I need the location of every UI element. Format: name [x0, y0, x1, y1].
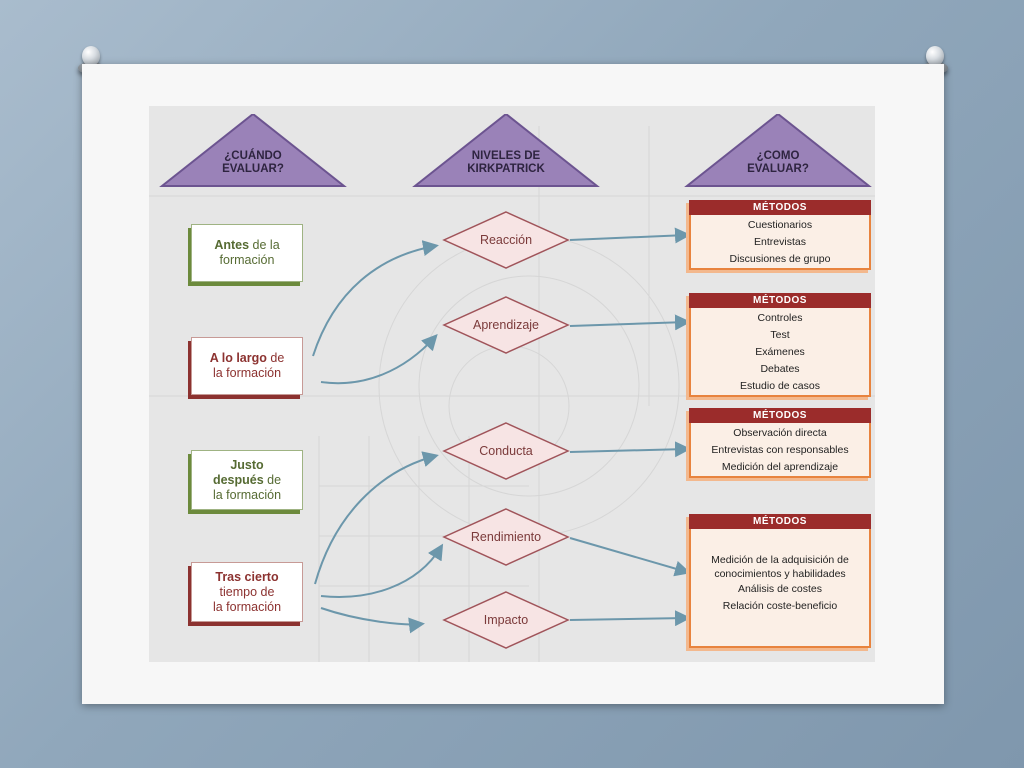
method-item: Entrevistas con responsables [711, 444, 849, 456]
arrow-reaccion-methods [569, 227, 691, 244]
when-header-triangle: ¿CUÁNDO EVALUAR? [158, 114, 348, 192]
method-item: Análisis de costes [737, 583, 823, 595]
level-aprendizaje: Aprendizaje [442, 295, 570, 355]
how-header-triangle: ¿COMO EVALUAR? [683, 114, 873, 192]
level-impacto: Impacto [442, 590, 570, 650]
arrow-impacto-methods [569, 610, 691, 627]
when-justo-rest1: de [263, 472, 282, 487]
level-conducta-label: Conducta [479, 444, 533, 458]
methods-header: MÉTODOS [689, 200, 871, 215]
level-aprendizaje-label: Aprendizaje [472, 318, 539, 332]
when-justo-rest2: la formación [212, 487, 282, 502]
arrow-largo-reaccion [312, 240, 439, 357]
how-header-label: ¿COMO EVALUAR? [747, 150, 809, 175]
arrow-tras-rendimiento [320, 543, 444, 598]
level-rendimiento-label: Rendimiento [470, 530, 542, 544]
method-item: Estudio de casos [740, 380, 820, 392]
arrow-conducta-methods [569, 441, 691, 458]
when-antes-rest2: formación [219, 253, 275, 267]
method-item: Exámenes [755, 346, 805, 358]
when-tras-bold: Tras cierto [215, 569, 279, 584]
method-item: Controles [757, 312, 803, 324]
arrow-tras-conducta [314, 451, 439, 585]
methods-box-reaccion: MÉTODOS Cuestionarios Entrevistas Discus… [689, 200, 871, 270]
arrow-rendimiento-methods [569, 537, 691, 577]
when-box-largo: A lo largo de la formación [191, 337, 303, 395]
methods-box-aprendizaje: MÉTODOS Controles Test Exámenes Debates … [689, 293, 871, 397]
method-item: Observación directa [733, 427, 827, 439]
when-header-label: ¿CUÁNDO EVALUAR? [222, 150, 284, 175]
connector-arrows [312, 227, 691, 634]
method-item: Medición del aprendizaje [721, 461, 839, 473]
method-item: Relación coste-beneficio [722, 600, 838, 612]
when-largo-bold: A lo largo [209, 351, 267, 365]
methods-header: MÉTODOS [689, 408, 871, 423]
arrow-largo-aprendizaje [320, 334, 438, 385]
methods-header: MÉTODOS [689, 293, 871, 308]
levels-header-label: NIVELES DE KIRKPATRICK [467, 150, 545, 175]
method-item: Test [770, 329, 790, 341]
when-box-justo: Justo después de la formación [191, 450, 303, 510]
kirkpatrick-diagram: ¿CUÁNDO EVALUAR? NIVELES DE KIRKPATRICK … [149, 106, 875, 662]
when-justo-bold2: después [212, 472, 264, 487]
level-reaccion-label: Reacción [479, 233, 533, 247]
when-tras-rest1: tiempo de [219, 584, 275, 599]
method-item: Cuestionarios [747, 219, 813, 231]
methods-box-rendimiento: MÉTODOS Medición de la adquisición de co… [689, 514, 871, 648]
method-item: Medición de la adquisición de [711, 554, 849, 566]
when-box-tras: Tras cierto tiempo de la formación [191, 562, 303, 622]
level-conducta: Conducta [442, 421, 570, 481]
methods-header: MÉTODOS [689, 514, 871, 529]
when-antes-bold: Antes [214, 238, 250, 252]
levels-header-triangle: NIVELES DE KIRKPATRICK [411, 114, 601, 192]
level-reaccion: Reacción [442, 210, 570, 270]
level-impacto-label: Impacto [483, 613, 529, 627]
when-box-antes: Antes de la formación [191, 224, 303, 282]
method-item: Debates [760, 363, 800, 375]
arrow-tras-impacto [320, 607, 425, 634]
when-largo-rest2: la formación [212, 366, 282, 380]
methods-box-conducta: MÉTODOS Observación directa Entrevistas … [689, 408, 871, 478]
method-item: conocimientos y habilidades [714, 568, 846, 580]
method-item: Discusiones de grupo [729, 253, 831, 265]
when-tras-rest2: la formación [212, 599, 282, 614]
when-largo-rest1: de [266, 351, 285, 365]
level-rendimiento: Rendimiento [442, 507, 570, 567]
when-antes-rest1: de la [249, 238, 280, 252]
method-item: Entrevistas [754, 236, 806, 248]
when-justo-bold: Justo [230, 457, 264, 472]
arrow-aprendizaje-methods [569, 314, 691, 331]
